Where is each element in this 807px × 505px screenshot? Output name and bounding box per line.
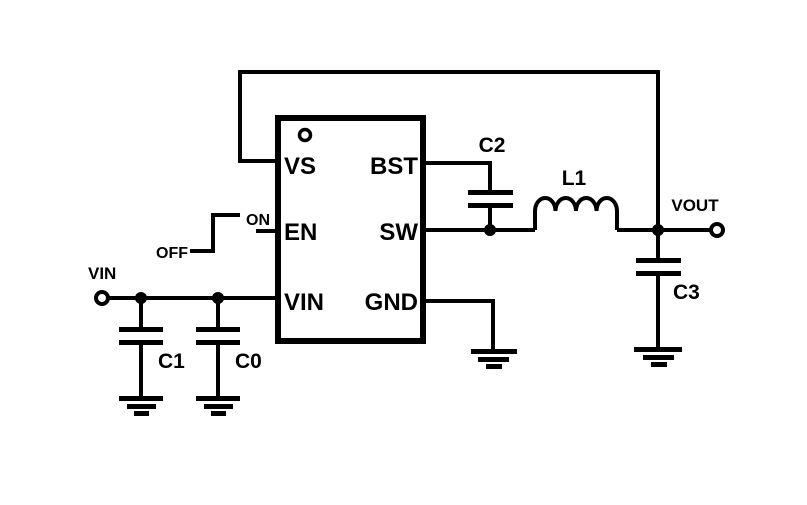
- c2-label: C2: [479, 134, 506, 157]
- enable-step-waveform: [190, 213, 240, 253]
- c1-capacitor-plate-bottom: [119, 340, 163, 345]
- c0-ground-bar3: [211, 411, 226, 416]
- c0-ground-bar2: [204, 404, 233, 409]
- enable-on-label: ON: [246, 212, 270, 229]
- junction-dot-vout: [652, 224, 664, 236]
- vin-terminal-label: VIN: [88, 264, 116, 283]
- l1-label: L1: [562, 167, 587, 190]
- vout-terminal-label: VOUT: [671, 196, 719, 215]
- c3-ground-bar3: [651, 362, 667, 367]
- ic-pin-gnd-label: GND: [365, 289, 418, 316]
- c2-capacitor-plate-bottom: [468, 203, 513, 208]
- ic-pin-en-label: EN: [284, 219, 317, 246]
- c0-capacitor-plate-top: [196, 327, 240, 332]
- pin1-indicator-icon: [297, 127, 313, 143]
- ic-pin-vin-label: VIN: [284, 289, 324, 316]
- ic-body: [275, 115, 426, 344]
- junction-dot-sw-c2: [484, 224, 496, 236]
- c1-label: C1: [158, 350, 185, 373]
- l1-inductor-symbol: [533, 196, 619, 230]
- ic-ground-bar1: [471, 349, 517, 354]
- c1-ground-bar2: [127, 404, 156, 409]
- c3-ground-bar2: [643, 355, 674, 360]
- c3-label: C3: [673, 281, 700, 304]
- wire-gnd-pin: [421, 299, 495, 350]
- c1-ground-bar3: [134, 411, 149, 416]
- c0-ground-bar1: [196, 396, 240, 401]
- wire-vs-feedback: [238, 70, 660, 230]
- ic-pin-bst-label: BST: [370, 153, 418, 180]
- ic-ground-bar3: [486, 364, 502, 369]
- junction-dot-c1: [135, 292, 147, 304]
- wire-bst-c2: [421, 161, 492, 191]
- enable-off-label: OFF: [156, 245, 188, 262]
- vout-terminal-icon: [709, 222, 725, 238]
- ic-pin-sw-label: SW: [379, 219, 418, 246]
- c1-capacitor-plate-top: [119, 327, 163, 332]
- c0-label: C0: [235, 350, 262, 373]
- vin-terminal-icon: [94, 290, 110, 306]
- c3-capacitor-plate-top: [636, 258, 681, 263]
- ic-pin-vs-label: VS: [284, 153, 316, 180]
- ic-ground-bar2: [478, 357, 509, 362]
- c2-capacitor-plate-top: [468, 190, 513, 195]
- junction-dot-c0: [212, 292, 224, 304]
- c3-ground-bar1: [634, 347, 682, 352]
- c1-ground-bar1: [119, 396, 163, 401]
- c3-capacitor-plate-bottom: [636, 271, 681, 276]
- c0-capacitor-plate-bottom: [196, 340, 240, 345]
